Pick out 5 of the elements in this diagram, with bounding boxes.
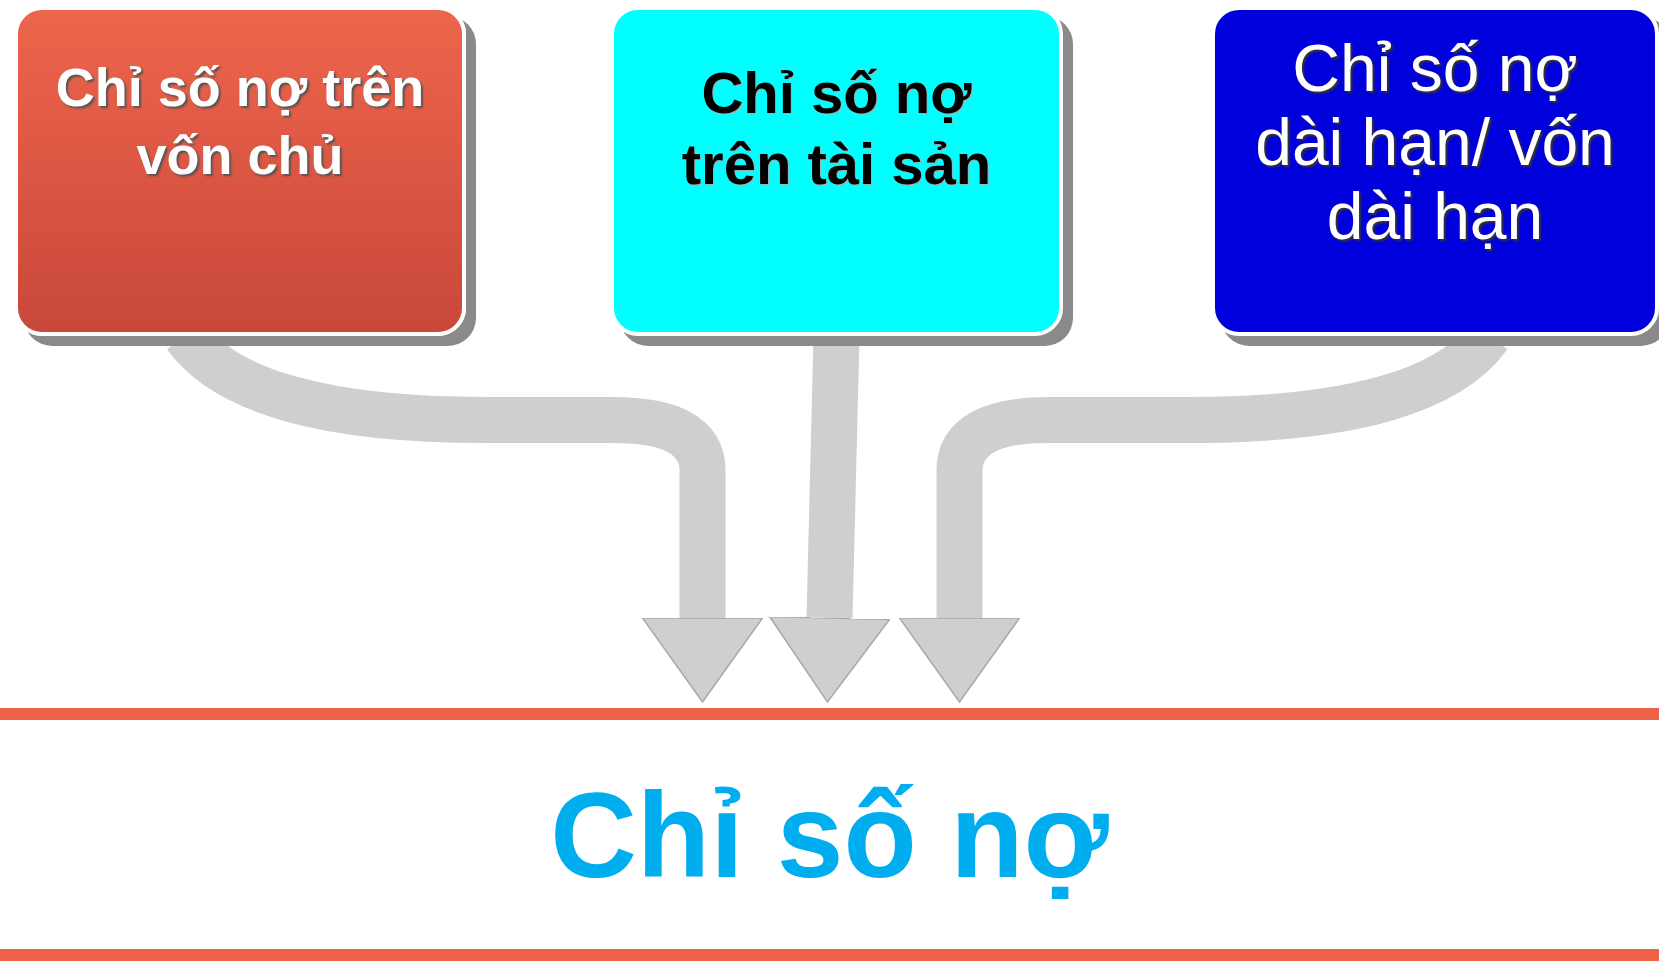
box-label: Chỉ số nợ trên tài sản — [680, 59, 993, 198]
box-label: Chỉ số nợ dài hạn/ vốn dài hạn — [1254, 32, 1616, 254]
title-text: Chỉ số nợ — [550, 766, 1109, 904]
title-band — [0, 708, 1659, 961]
box-label: Chỉ số nợ trên vốn chủ — [54, 56, 426, 187]
